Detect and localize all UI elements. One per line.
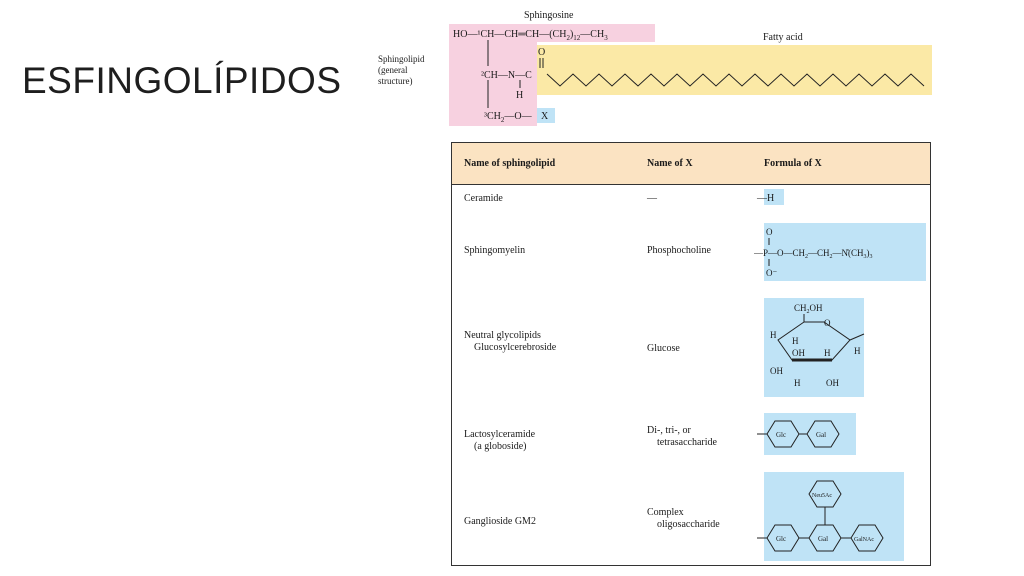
sphingolipid-label-line: structure)	[378, 76, 412, 86]
svg-text:CH2OH: CH2OH	[794, 303, 823, 315]
fatty-acid-chain	[546, 73, 925, 87]
row-ganglioside-x-name-2: oligosaccharide	[657, 519, 720, 530]
row-lactosyl-x-name-1: Di-, tri-, or	[647, 425, 691, 436]
c2-amide-formula: ²CH—N—C	[481, 70, 532, 81]
row-ceramide-formula: —H	[757, 193, 775, 204]
sugar-neu5ac-label: Neu5Ac	[812, 493, 832, 499]
row-glycolipid-x-name: Glucose	[647, 343, 680, 354]
svg-text:OH: OH	[770, 366, 783, 376]
x-group-label: X	[541, 111, 549, 122]
header-sphingolipid-name: Name of sphingolipid	[464, 158, 556, 169]
header-x-formula: Formula of X	[764, 158, 822, 169]
svg-text:H: H	[792, 336, 799, 346]
sugar-gal-label: Gal	[816, 431, 826, 439]
fatty-acid-highlight	[537, 45, 932, 95]
sugar-glc-label: Glc	[776, 431, 786, 439]
sugar-gal-label: Gal	[818, 535, 828, 543]
row-sphingomyelin-x-name: Phosphocholine	[647, 245, 711, 256]
svg-text:H: H	[794, 378, 801, 388]
row-ganglioside-name: Ganglioside GM2	[464, 516, 536, 527]
ceramide-formula-box	[764, 189, 784, 205]
sphingosine-label: Sphingosine	[524, 10, 574, 21]
slide-title: ESFINGOLÍPIDOS	[22, 60, 342, 101]
svg-text:O⁻: O⁻	[766, 268, 777, 278]
sphingosine-highlight	[449, 24, 655, 42]
svg-text:H: H	[824, 348, 831, 358]
phosphocholine-formula: O —P—O—CH2—CH2—N̊(CH3)3 O⁻	[754, 227, 873, 278]
glucose-ring-formula: CH2OH O H H H OH H OH H OH	[770, 303, 865, 388]
phosphocholine-formula-box	[764, 223, 926, 281]
sphingosine-highlight-column	[449, 42, 537, 126]
table-header: Name of sphingolipid Name of X Formula o…	[452, 143, 930, 185]
row-ceramide-x-name: —	[647, 193, 657, 204]
row-glycolipid-name-1: Neutral glycolipids	[464, 330, 541, 341]
sphingolipid-table: Name of sphingolipid Name of X Formula o…	[451, 142, 931, 566]
row-glycolipid-name-2: Glucosylcerebroside	[474, 342, 557, 353]
svg-text:H: H	[854, 346, 861, 356]
svg-text:OH: OH	[792, 348, 805, 358]
svg-text:OH: OH	[826, 378, 839, 388]
lactose-hexagons: Glc Gal	[757, 420, 840, 448]
ganglioside-hexagons: Neu5Ac Glc Gal GalNAc	[757, 480, 884, 552]
row-lactosyl-name-2: (a globoside)	[474, 441, 527, 452]
row-ganglioside-x-name-1: Complex	[647, 507, 684, 518]
header-x-name: Name of X	[647, 158, 693, 169]
c3-x-formula: ³CH2—O—	[484, 111, 533, 124]
carbonyl-oxygen: O	[538, 47, 545, 58]
sphingolipid-label-line: (general	[378, 65, 408, 75]
amide-hydrogen: H	[516, 90, 523, 101]
row-sphingomyelin-name: Sphingomyelin	[464, 245, 526, 256]
glucose-formula-box	[764, 298, 864, 397]
svg-text:O: O	[766, 227, 773, 237]
sphingolipid-general-label: Sphingolipid (general structure)	[378, 54, 427, 86]
svg-text:H: H	[770, 330, 777, 340]
sugar-glc-label: Glc	[776, 535, 786, 543]
lactose-formula-box	[764, 413, 856, 455]
svg-text:O: O	[824, 318, 831, 328]
row-ceramide-name: Ceramide	[464, 193, 503, 204]
row-lactosyl-name-1: Lactosylceramide	[464, 429, 536, 440]
sphingosine-chain-formula: HO—¹CH—CH═CH—(CH2)12—CH3	[453, 29, 608, 42]
sphingolipid-structure-diagram: Sphingosine Fatty acid Sphingolipid (gen…	[378, 10, 932, 126]
fatty-acid-label: Fatty acid	[763, 32, 803, 43]
svg-text:—P—O—CH2—CH2—N̊(CH3)3: —P—O—CH2—CH2—N̊(CH3)3	[754, 248, 873, 260]
ganglioside-formula-box	[764, 472, 904, 561]
row-lactosyl-x-name-2: tetrasaccharide	[657, 437, 717, 448]
sugar-galnac-label: GalNAc	[854, 537, 874, 543]
sphingolipid-label-line: Sphingolipid	[378, 54, 425, 64]
x-group-highlight	[537, 108, 555, 123]
